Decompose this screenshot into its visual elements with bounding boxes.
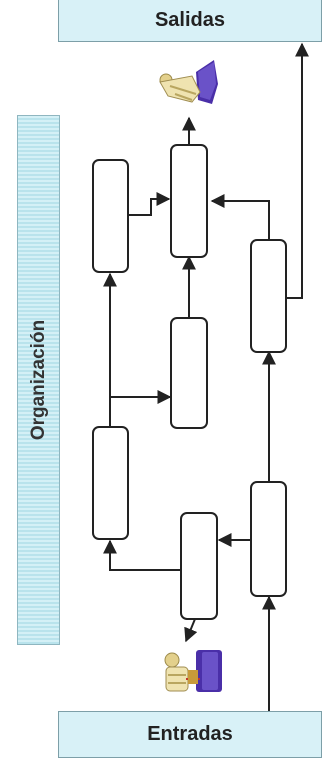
organization-panel: Organización (17, 115, 60, 645)
process-box-middle-center (170, 317, 208, 429)
process-box-top-center (170, 144, 208, 258)
connector-box6-to-outputs (286, 42, 309, 299)
output-person-icon (159, 60, 218, 104)
process-box-bottom-right (250, 481, 287, 597)
outputs-label: Salidas (154, 9, 226, 31)
connector-box1-to-box2 (129, 192, 171, 216)
input-person-icon (164, 650, 222, 692)
process-box-lower-left (92, 426, 129, 540)
outputs-banner: Salidas (58, 0, 322, 42)
connector-box5-to-input-person (184, 618, 198, 643)
connector-box5-to-box4 (103, 539, 182, 571)
connector-box6-to-box2 (210, 194, 270, 240)
inputs-label: Entradas (147, 723, 233, 745)
inputs-banner: Entradas (58, 711, 322, 758)
process-box-middle-right (250, 239, 287, 353)
process-box-top-left (92, 159, 129, 273)
process-box-bottom-center (180, 512, 218, 620)
